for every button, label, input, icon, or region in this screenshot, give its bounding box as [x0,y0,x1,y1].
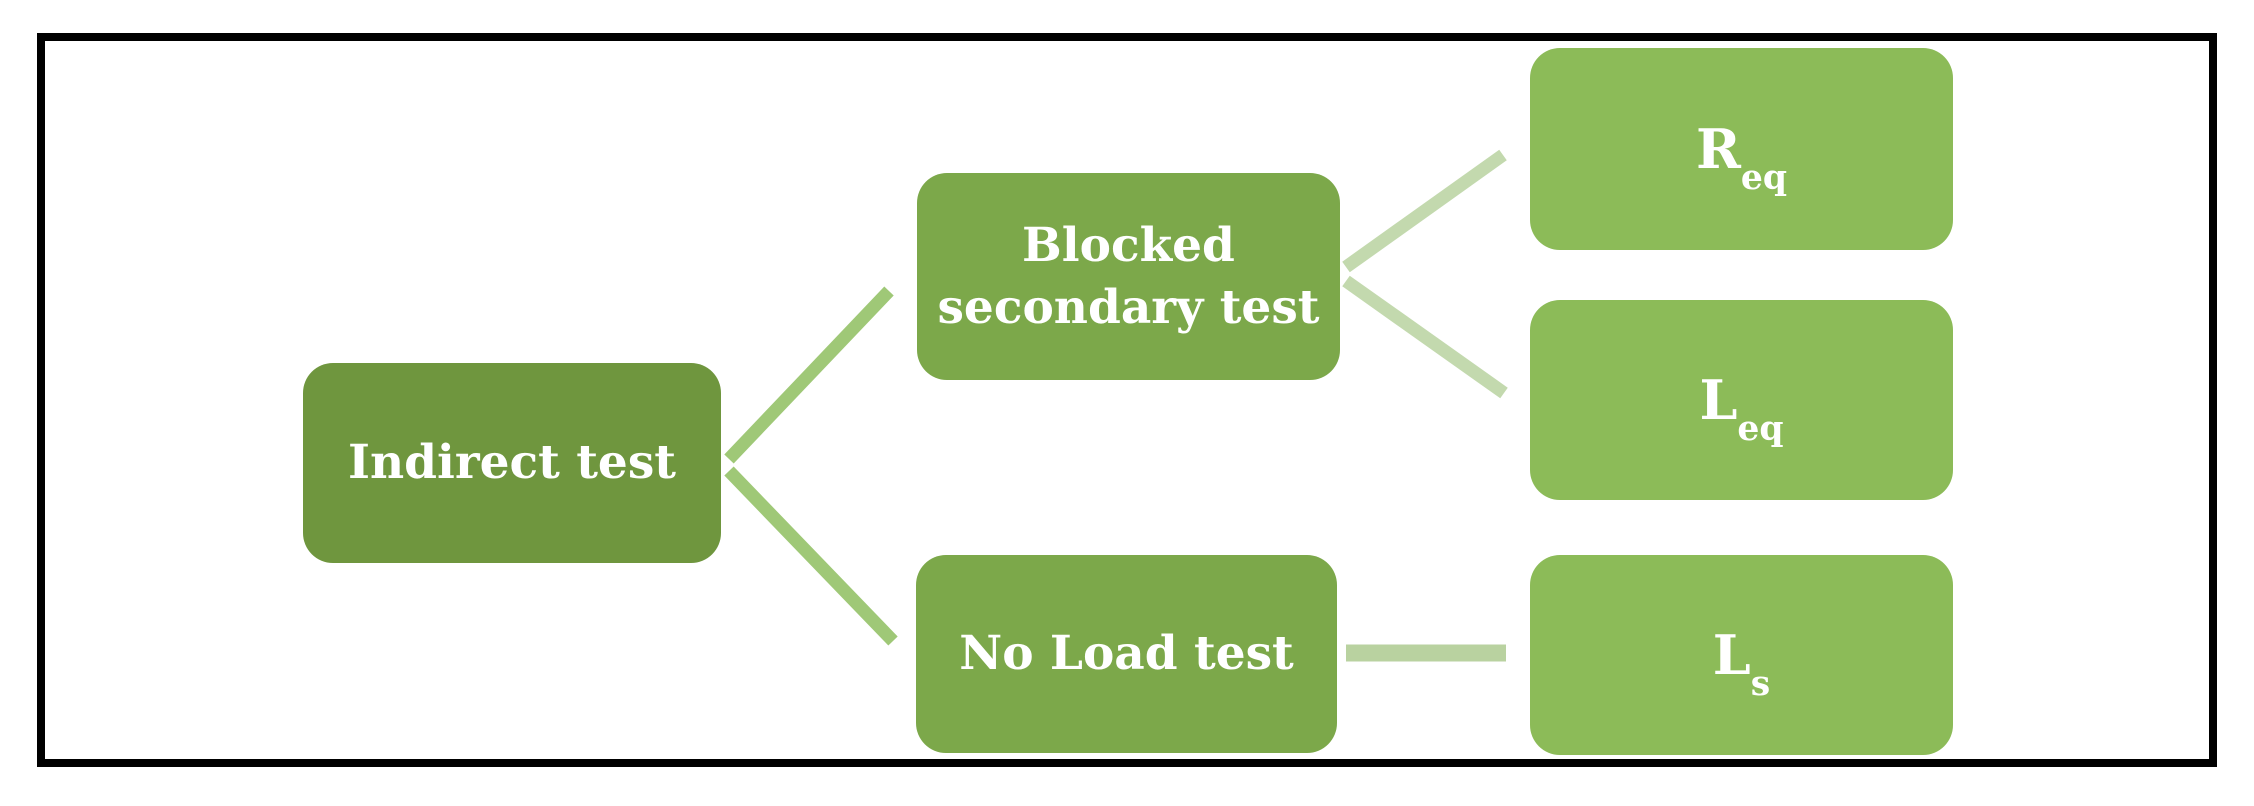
connector-root-to-noload [724,466,898,646]
node-blocked-secondary-test: Blocked secondary test [917,173,1340,380]
node-blocked-secondary-test-line1: Blocked [1022,218,1235,274]
node-l-eq-label: Leq [1699,365,1783,447]
node-r-eq: Req [1530,48,1953,250]
node-no-load-test-label: No Load test [959,626,1294,682]
node-indirect-test: Indirect test [303,363,721,563]
connector-blocked-to-leq [1342,275,1508,399]
node-l-eq-base: L [1699,367,1738,432]
node-l-s-label: Ls [1712,620,1770,702]
node-r-eq-base: R [1695,116,1741,181]
node-l-eq-subscript: eq [1737,409,1784,450]
node-blocked-secondary-test-line2: secondary test [937,279,1320,335]
node-l-s-subscript: s [1750,664,1771,705]
node-l-eq: Leq [1530,300,1953,500]
node-l-s: Ls [1530,555,1953,755]
figure-frame [37,33,2217,767]
node-l-s-base: L [1712,622,1751,687]
node-r-eq-subscript: eq [1740,158,1788,199]
node-no-load-test: No Load test [916,555,1337,753]
connector-blocked-to-req [1342,149,1507,273]
node-r-eq-label: Req [1695,114,1787,196]
connector-root-to-blocked [724,286,894,464]
node-indirect-test-label: Indirect test [347,435,676,491]
